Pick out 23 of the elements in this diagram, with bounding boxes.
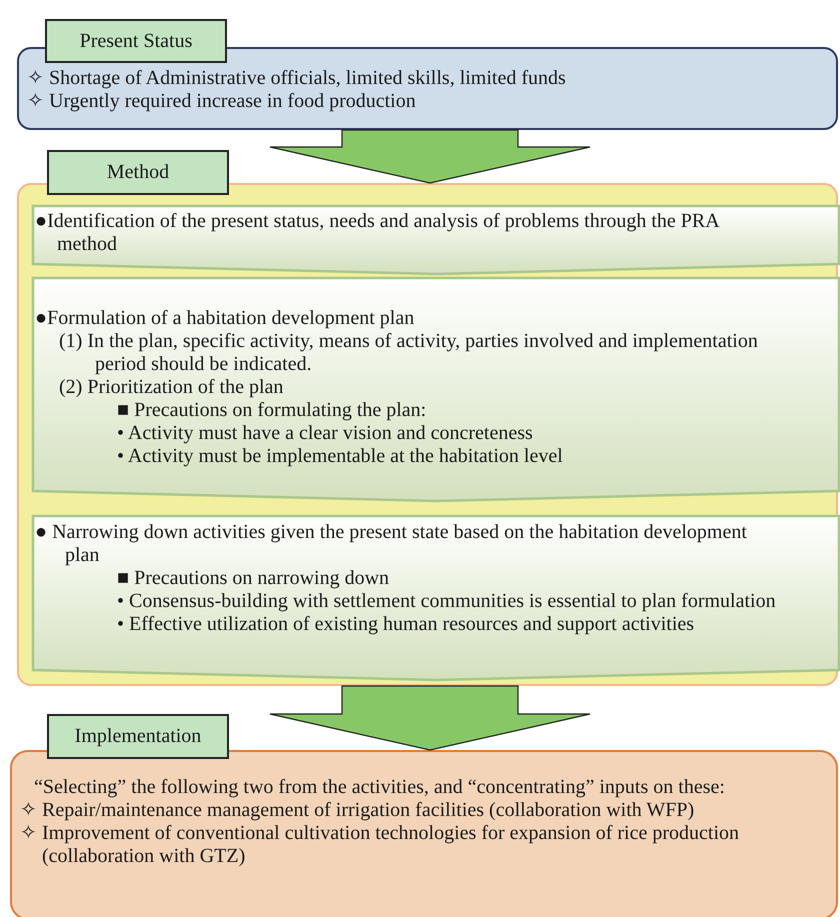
list-item: ●Identification of the present status, needs and analysis of problems through the PRA method [34,210,720,256]
list-item: ✧ Improvement of conventional cultivation technologies for expansion of rice production (collaboration with GTZ) [19,822,740,868]
chevron-box [32,515,840,681]
list-item: • Activity must have a clear vision and concreteness [116,422,534,445]
list-item: “Selecting” the following two from the activities, and “concentrating” inputs on these: [33,776,726,799]
list-item: • Activity must be implementable at the habitation level [116,445,564,468]
block-arrow [269,685,591,751]
list-item: ✧ Shortage of Administrative officials, limited skills, limited funds [26,67,567,90]
section-tab: Implementation [47,714,229,759]
list-item: ●Formulation of a habitation development plan [34,307,416,330]
list-item: ● Narrowing down activities given the present state based on the habitation development plan [34,521,748,567]
list-item: ✧ Repair/maintenance management of irrigation facilities (collaboration with WFP) [19,799,696,822]
section-tab: Method [47,150,229,195]
chevron-box [32,205,840,275]
list-item: • Consensus-building with settlement communities is essential to plan formulation [116,590,777,613]
list-item: • Effective utilization of existing human resources and support activities [116,613,696,636]
list-item: (2) Prioritization of the plan [58,376,284,399]
list-item: ✧ Urgently required increase in food production [26,90,417,113]
section-tab: Present Status [45,19,227,63]
block-arrow [269,129,591,184]
list-item: (1) In the plan, specific activity, means of activity, parties involved and implementation period should be indicated. [58,330,759,376]
list-item: ■ Precautions on formulating the plan: [116,399,428,422]
list-item: ■ Precautions on narrowing down [116,567,390,590]
